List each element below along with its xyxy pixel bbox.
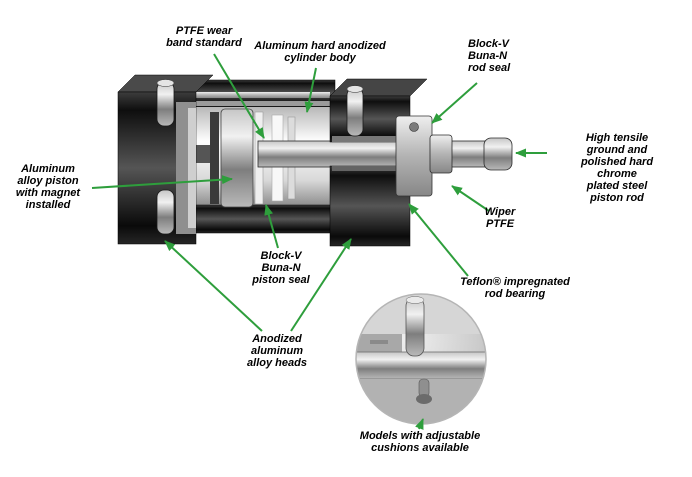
- cushion-adjust-screw: [405, 297, 425, 357]
- arrow-piston: [91, 175, 233, 189]
- gland-bolt: [409, 122, 419, 132]
- label-wiper: Wiper PTFE: [484, 206, 516, 231]
- label-ptfe-wear-band: PTFE wear band standard: [166, 25, 242, 50]
- arrow-heads-right: [290, 238, 352, 332]
- label-piston-rod: High tensile ground and polished hard ch…: [580, 132, 654, 205]
- arrow-piston-seal: [264, 204, 279, 249]
- label-piston: Aluminum alloy piston with magnet instal…: [15, 163, 81, 212]
- cushion-screw: [346, 87, 364, 137]
- arrow-rod-bearing: [408, 203, 469, 277]
- annotation-arrows: [91, 53, 547, 430]
- left-head: [117, 74, 214, 245]
- rod-end: [483, 137, 513, 171]
- label-rod-bearing: Teflon® impregnated rod bearing: [460, 276, 570, 301]
- wiper-collar: [429, 134, 453, 174]
- rod-gland: [395, 115, 513, 197]
- arrow-wiper: [451, 185, 490, 212]
- arrow-heads-left: [164, 240, 263, 332]
- arrow-cushions: [415, 418, 424, 430]
- label-cushions: Models with adjustable cushions availabl…: [359, 430, 481, 455]
- label-piston-seal: Block-V Buna-N piston seal: [252, 250, 310, 287]
- piston: [220, 108, 254, 208]
- arrow-cylinder-body: [304, 67, 317, 113]
- label-rod-seal: Block-V Buna-N rod seal: [468, 38, 511, 75]
- label-heads: Anodized aluminum alloy heads: [247, 333, 307, 370]
- tie-rod: [196, 92, 330, 98]
- label-cylinder-body: Aluminum hard anodized cylinder body: [254, 40, 386, 65]
- tie-rod: [196, 101, 330, 106]
- arrow-ptfe-wear-band: [213, 53, 265, 139]
- cushion-screw: [156, 189, 175, 235]
- cushion-screw: [156, 81, 175, 127]
- arrow-rod-seal: [431, 82, 478, 124]
